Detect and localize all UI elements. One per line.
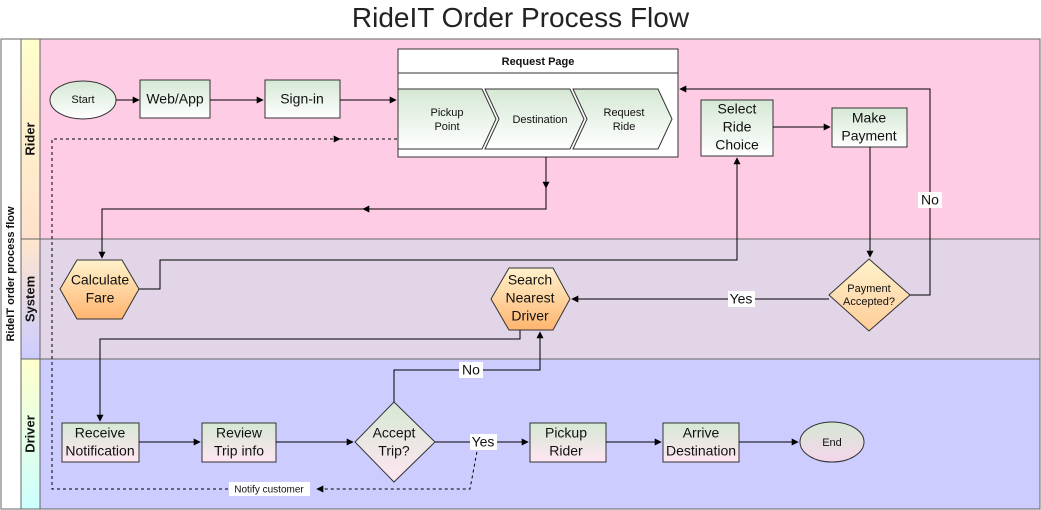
search-driver-label-3: Driver (511, 308, 549, 324)
payment-accepted-label-1: Payment (847, 283, 890, 295)
calculate-fare-node (59, 259, 140, 320)
edge-label-payment-no: No (921, 192, 939, 208)
edge-to-calculate-fare (98, 208, 363, 259)
request-ride-label-2: Ride (613, 121, 636, 133)
receive-notification-label-2: Notification (65, 443, 134, 459)
edge-fare-to-select (139, 157, 741, 290)
signin-node (264, 79, 341, 119)
accept-trip-label-2: Trip? (378, 443, 410, 459)
pickup-rider-node (529, 422, 607, 463)
receive-notification-node (61, 422, 140, 463)
select-ride-label-3: Choice (715, 137, 759, 153)
select-ride-label-1: Select (718, 101, 757, 117)
review-trip-label-1: Review (216, 425, 263, 441)
receive-notification-label-1: Receive (75, 425, 126, 441)
destination-label: Destination (512, 114, 567, 126)
select-ride-label-2: Ride (723, 119, 752, 135)
pickup-point-label-1: Pickup (430, 107, 463, 119)
end-label: End (822, 437, 842, 449)
arrive-destination-label-2: Destination (666, 443, 736, 459)
calculate-fare-label-1: Calculate (71, 272, 130, 288)
pickup-rider-label-1: Pickup (545, 425, 587, 441)
lane-label-rider: Rider (22, 122, 37, 155)
pickup-rider-label-2: Rider (549, 443, 583, 459)
webapp-label: Web/App (146, 91, 204, 107)
edge-request-left (362, 188, 547, 213)
pool-label: RideIT order process flow (5, 206, 17, 342)
search-driver-label-2: Nearest (505, 290, 554, 306)
request-ride-step (572, 88, 673, 150)
diagram-title: RideIT Order Process Flow (351, 2, 690, 33)
end-node (799, 421, 865, 463)
search-driver-label-1: Search (508, 272, 552, 288)
calculate-fare-label-2: Fare (86, 290, 115, 306)
review-trip-node (201, 422, 277, 463)
edge-search-to-notification (96, 330, 521, 422)
make-payment-label-1: Make (852, 110, 886, 126)
edge-label-accept-yes: Yes (472, 434, 495, 450)
request-ride-label-1: Request (604, 107, 645, 119)
request-page-title: Request Page (502, 56, 575, 68)
make-payment-label-2: Payment (841, 128, 896, 144)
lane-label-system: System (22, 276, 37, 322)
destination-step (484, 88, 585, 150)
arrive-destination-label-1: Arrive (683, 425, 720, 441)
review-trip-label-2: Trip info (214, 443, 264, 459)
accept-trip-label-1: Accept (373, 425, 416, 441)
edge-label-payment-yes: Yes (730, 291, 753, 307)
edge-label-accept-no: No (462, 362, 480, 378)
lane-label-driver: Driver (22, 415, 37, 453)
edge-label-notify-customer: Notify customer (234, 485, 304, 496)
edge-notify-customer-a (316, 445, 479, 493)
pickup-point-step (397, 88, 497, 150)
signin-label: Sign-in (280, 91, 324, 107)
edge-notify-customer-b (51, 135, 341, 490)
accept-trip-decision (354, 401, 436, 483)
payment-accepted-decision (828, 258, 911, 332)
webapp-node (139, 79, 211, 119)
start-label: Start (71, 94, 94, 106)
payment-accepted-label-2: Accepted? (843, 296, 895, 308)
select-ride-node (700, 99, 774, 157)
search-driver-node (490, 267, 571, 331)
arrive-destination-node (662, 422, 740, 463)
pickup-point-label-2: Point (434, 121, 459, 133)
